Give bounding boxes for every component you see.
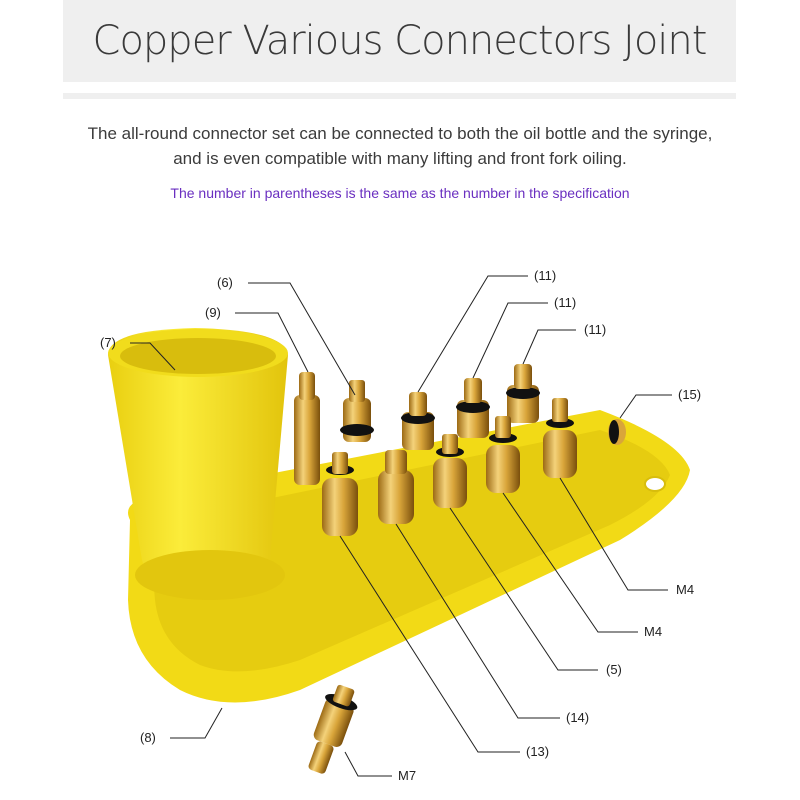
callout-13: (13) — [526, 744, 550, 759]
callout-6: (6) — [217, 275, 233, 290]
callout-leader-lines — [130, 275, 672, 777]
fitting-m4-b — [543, 398, 577, 478]
fitting-11b — [456, 378, 490, 438]
callout-m7: M7 — [398, 768, 417, 783]
fitting-m4-a — [486, 416, 520, 493]
callout-9: (9) — [205, 305, 221, 320]
callout-8: (8) — [140, 730, 156, 745]
callout-15: (15) — [678, 387, 702, 402]
callout-7: (7) — [100, 335, 116, 350]
specification-note: The number in parentheses is the same as… — [170, 185, 630, 201]
fitting-6 — [340, 380, 374, 442]
callout-5: (5) — [606, 662, 622, 677]
description: The all-round connector set can be conne… — [40, 121, 760, 171]
callout-m4-second: M4 — [644, 624, 663, 639]
page-title: Copper Various Connectors Joint — [92, 18, 708, 64]
fitting-5 — [433, 434, 467, 508]
yellow-cup — [108, 328, 288, 600]
callout-11-first: (11) — [534, 268, 557, 283]
callout-14: (14) — [566, 710, 590, 725]
callout-m4-first: M4 — [676, 582, 695, 597]
header-band — [63, 0, 736, 82]
header-divider — [63, 93, 736, 99]
fitting-11a — [401, 392, 435, 450]
description-line-2: and is even compatible with many lifting… — [173, 149, 627, 168]
side-plug-15 — [608, 419, 626, 445]
fitting-14 — [378, 450, 414, 524]
callout-11-second: (11) — [554, 295, 577, 310]
fitting-13 — [322, 452, 358, 536]
fitting-11c — [506, 364, 540, 423]
loose-m7-fitting — [308, 684, 358, 774]
description-line-1: The all-round connector set can be conne… — [87, 124, 713, 143]
callout-11-third: (11) — [584, 322, 607, 337]
long-nozzle-connector — [294, 372, 320, 485]
